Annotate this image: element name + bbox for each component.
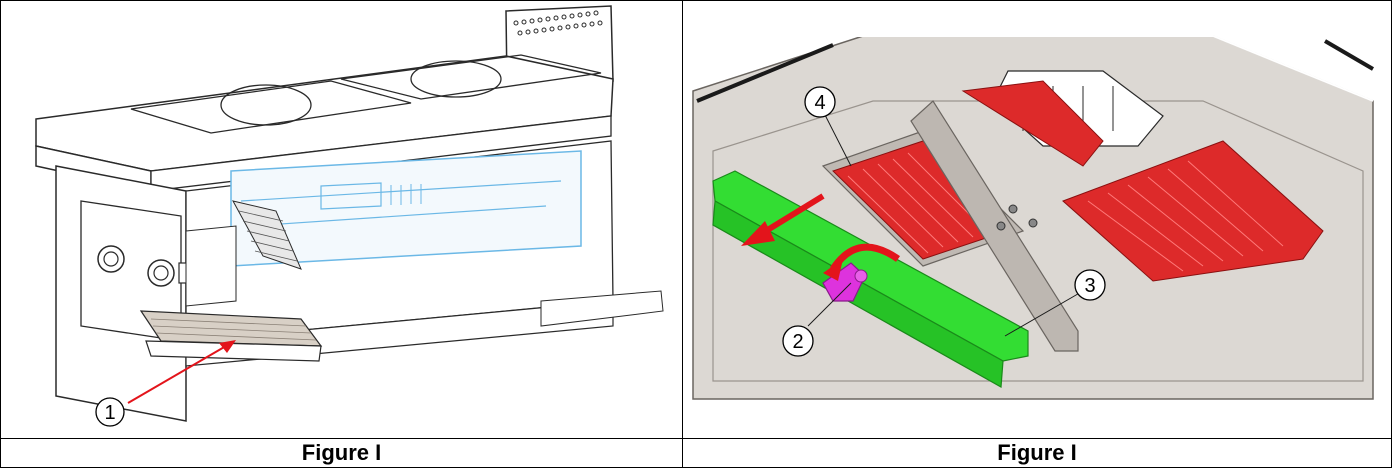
cabinet-diagram: 1 [35, 5, 664, 427]
svg-text:1: 1 [104, 402, 115, 424]
callout-circle-4: 4 [804, 86, 836, 118]
filter-diagram: 4 2 3 [692, 35, 1375, 400]
svg-text:2: 2 [792, 331, 803, 353]
svg-text:4: 4 [814, 92, 825, 114]
figure-right-caption: Figure I [997, 440, 1077, 465]
figure-right-cell: 4 2 3 [682, 0, 1392, 439]
callout-circle-2: 2 [782, 325, 814, 357]
figure-left-cell: 1 [0, 0, 683, 439]
figure-left-caption: Figure I [301, 440, 382, 465]
figure-right-caption-cell: Figure I [682, 438, 1392, 468]
callout-circle-3: 3 [1074, 269, 1106, 301]
figure-left-caption-cell: Figure I [0, 438, 683, 468]
svg-text:3: 3 [1084, 275, 1095, 297]
callout-circle-1: 1 [95, 397, 125, 427]
